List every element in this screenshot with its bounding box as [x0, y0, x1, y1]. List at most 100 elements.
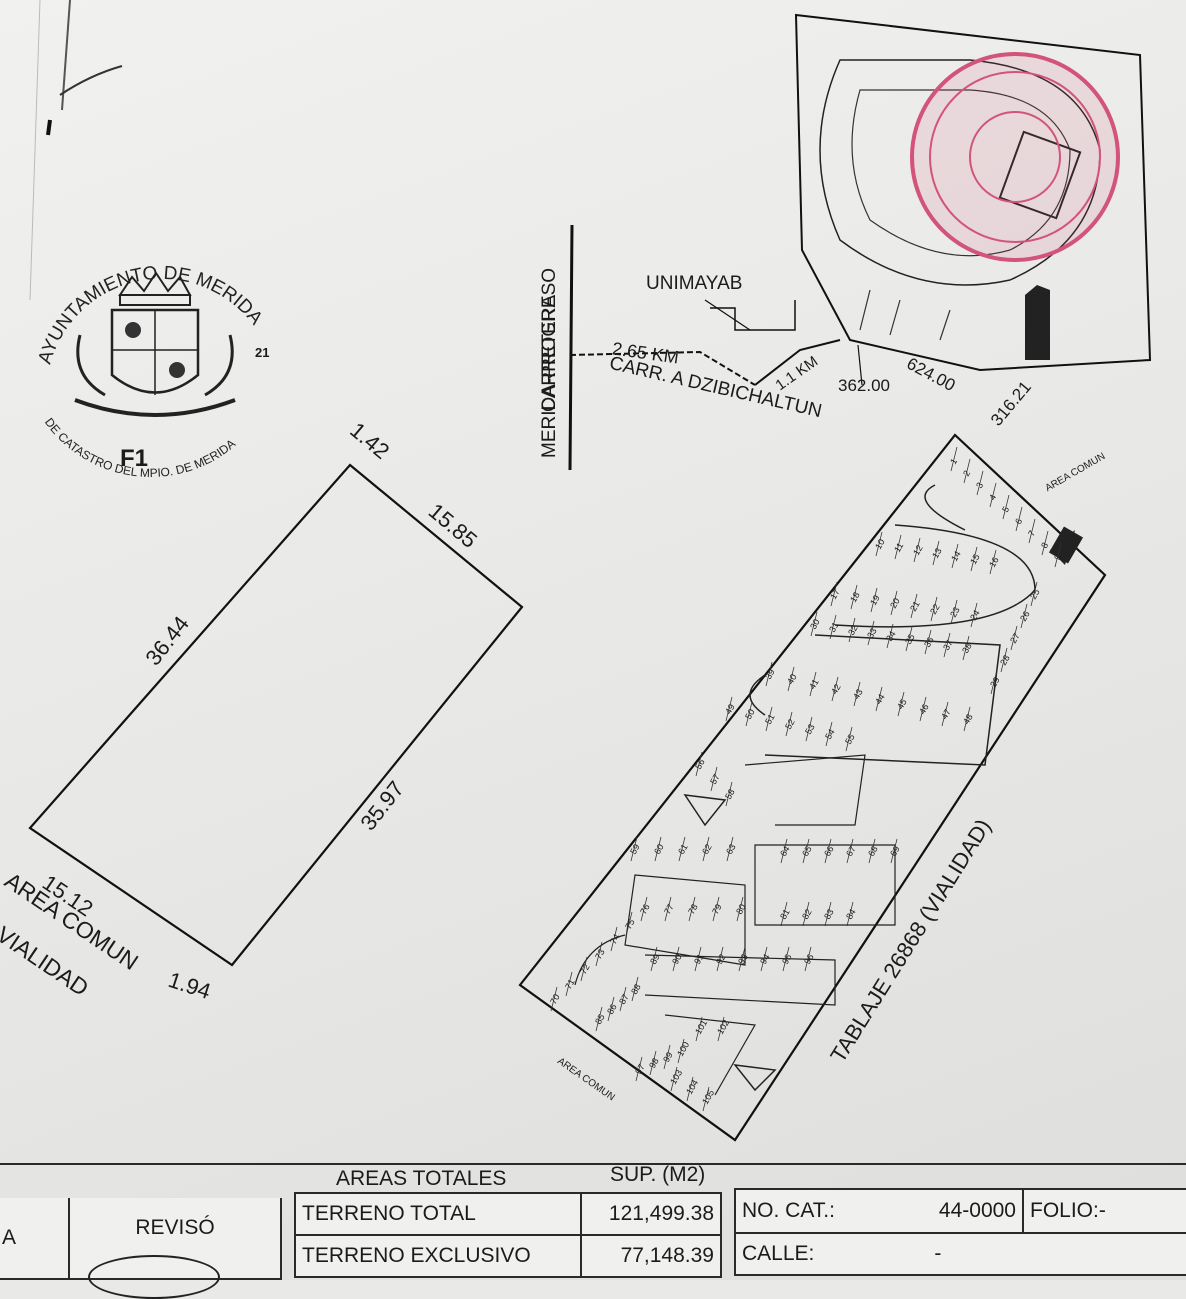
lot-number-label: 70: [548, 992, 562, 1006]
lot-number-label: 76: [638, 902, 652, 916]
lot-divider-line: [695, 1016, 703, 1042]
lot-divider-line: [712, 896, 720, 922]
lot-number-label: 51: [763, 712, 777, 726]
lot-divider-line: [780, 838, 788, 864]
lot-number-label: 35: [903, 632, 917, 646]
lot-number-label: 46: [917, 702, 931, 716]
lot-divider-line: [950, 446, 958, 472]
no-cat-label: NO. CAT.:: [742, 1199, 835, 1222]
lot-number-label: 2: [961, 469, 972, 478]
lot-divider-line: [565, 971, 573, 997]
lot-divider-line: [846, 901, 854, 927]
lot-divider-line: [950, 599, 958, 625]
lot-number-label: 60: [652, 842, 666, 856]
lot-divider-line: [894, 534, 902, 560]
calle-label: CALLE:: [742, 1242, 815, 1265]
lot-divider-line: [738, 946, 746, 972]
lot-number-label: 105: [700, 1088, 716, 1106]
lot-divider-line: [809, 671, 817, 697]
lot-number-label: 29: [988, 675, 1002, 689]
lot-number-label: 26: [1018, 609, 1032, 623]
lot-divider-line: [868, 838, 876, 864]
lot-divider-line: [710, 766, 718, 792]
lot-divider-line: [804, 946, 812, 972]
lot-number-label: 72: [578, 962, 592, 976]
lot-divider-line: [716, 946, 724, 972]
lot-divider-line: [963, 706, 971, 732]
lot-number-label: 104: [684, 1078, 700, 1096]
lot-divider-line: [695, 751, 703, 777]
lot-divider-line: [650, 946, 658, 972]
left-cell-text: A: [2, 1226, 17, 1249]
lot-number-label: 100: [675, 1040, 691, 1058]
lot-divider-line: [919, 696, 927, 722]
lot-divider-line: [976, 470, 984, 496]
lot-divider-line: [640, 896, 648, 922]
lot-number-label: 103: [668, 1068, 684, 1086]
lot-number-label: 96: [802, 952, 816, 966]
lot-number-label: 91: [692, 952, 706, 966]
lot-number-label: 43: [851, 687, 865, 701]
lot-number-label: 95: [780, 952, 794, 966]
lot-divider-line: [631, 976, 639, 1002]
lot-divider-line: [1015, 506, 1023, 532]
lot-number-label: 66: [822, 844, 836, 858]
lot-divider-line: [867, 620, 875, 646]
lot-divider-line: [989, 482, 997, 508]
seal-code: F1: [120, 445, 149, 472]
lot-number-label: 57: [708, 772, 722, 786]
lot-number-label: 34: [884, 629, 898, 643]
lot-number-label: 79: [710, 902, 724, 916]
lot-divider-line: [810, 611, 818, 637]
lot-number-label: 39: [763, 667, 777, 681]
lot-divider-line: [932, 540, 940, 566]
lot-divider-line: [1020, 603, 1028, 629]
left-cell: A: [0, 1198, 70, 1280]
lot-number-label: 15: [968, 552, 982, 566]
lot-polygon: [28, 463, 524, 967]
lot-divider-line: [736, 896, 744, 922]
lot-number-label: 54: [823, 727, 837, 741]
lot-divider-line: [1028, 518, 1036, 544]
lot-divider-line: [1000, 647, 1008, 673]
lot-number-label: 40: [785, 672, 799, 686]
lot-divider-line: [802, 901, 810, 927]
lot-divider-line: [595, 941, 603, 967]
sup-header: SUP. (M2): [610, 1163, 706, 1186]
lot-number-label: 48: [961, 712, 975, 726]
lot-divider-line: [850, 584, 858, 610]
lot-divider-line: [785, 711, 793, 737]
lot-number-label: 92: [714, 952, 728, 966]
lot-divider-line: [951, 543, 959, 569]
lot-divider-line: [625, 911, 633, 937]
lot-number-label: 31: [827, 620, 841, 634]
lot-number-label: 13: [930, 546, 944, 560]
lot-divider-line: [825, 721, 833, 747]
lot-number-label: 44: [873, 692, 887, 706]
lot-number-label: 97: [633, 1062, 647, 1076]
lot-divider-line: [686, 1076, 694, 1102]
lot-number-label: 59: [628, 842, 642, 856]
lot-divider-line: [913, 537, 921, 563]
lot-number-label: 64: [778, 844, 792, 858]
lot-divider-line: [870, 587, 878, 613]
lot-number-label: 27: [1008, 631, 1022, 645]
lot-divider-line: [780, 901, 788, 927]
lot-divider-line: [649, 1050, 657, 1076]
lot-number-label: 14: [949, 549, 963, 563]
lot-number-label: 38: [960, 641, 974, 655]
lot-number-label: 20: [888, 596, 902, 610]
lot-divider-line: [924, 629, 932, 655]
lot-divider-line: [890, 838, 898, 864]
seal-number: 21: [255, 345, 270, 360]
lot-number-label: 90: [670, 952, 684, 966]
lot-divider-line: [824, 901, 832, 927]
fold-marks: [29, 0, 123, 300]
lot-divider-line: [635, 1056, 643, 1082]
lot-divider-line: [910, 593, 918, 619]
lot-number-label: 36: [922, 635, 936, 649]
lot-number-label: 33: [865, 626, 879, 640]
lot-divider-line: [963, 458, 971, 484]
